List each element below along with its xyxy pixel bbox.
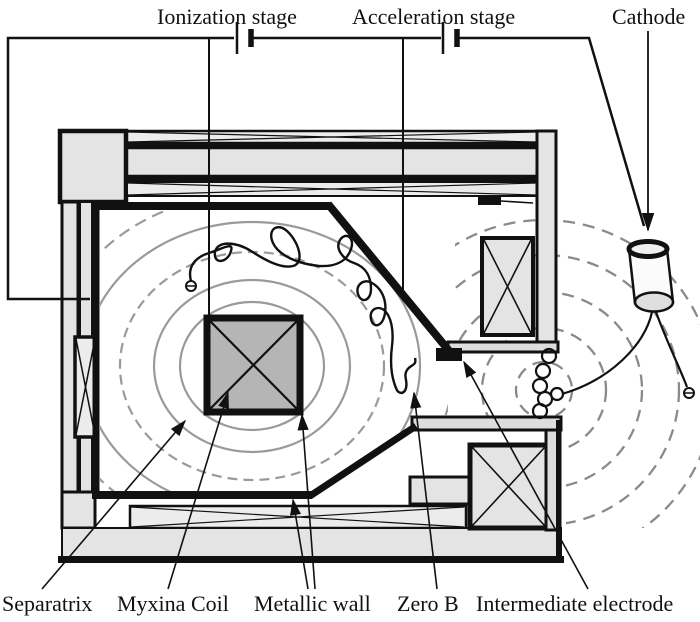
left-inner-strip-lower	[79, 436, 93, 493]
metallic-wall-outline	[92, 201, 454, 499]
label-acceleration-stage: Acceleration stage	[352, 4, 515, 29]
left-inner-strip-upper	[79, 201, 93, 338]
top-coil-bar-outer	[125, 129, 539, 145]
metallic-wall-top-diagonal	[324, 201, 454, 355]
circuit-wire-left	[6, 36, 234, 301]
intermediate-electrode-upper-bar	[446, 340, 560, 354]
label-cathode: Cathode	[612, 4, 685, 29]
lower-right-coil-cross-section	[467, 442, 550, 531]
cathode-cylinder	[626, 239, 675, 313]
cathode-bottom-face	[633, 291, 675, 313]
top-yoke-bar	[125, 146, 539, 178]
label-metallic-wall: Metallic wall	[254, 591, 371, 616]
label-ionization-stage: Ionization stage	[157, 4, 297, 29]
separatrix-pointer	[41, 419, 187, 590]
screen-grid-fragment	[478, 196, 501, 205]
magnetic-field-contours	[100, 211, 448, 494]
cathode-wire-to-electron	[654, 311, 689, 388]
thruster-body	[57, 128, 564, 563]
upper-right-coil-cross-section	[480, 236, 535, 337]
field-contour	[178, 300, 326, 432]
figure-labels: Ionization stage Acceleration stage Cath…	[2, 4, 685, 616]
bottom-left-block	[60, 490, 97, 530]
field-contour	[100, 220, 422, 494]
battery-icon-acceleration	[441, 22, 460, 54]
exit-spiral-trajectory	[531, 347, 565, 420]
plume-arc	[514, 360, 574, 420]
electron-icon	[683, 387, 695, 399]
label-zero-b: Zero B	[397, 591, 459, 616]
myxina-coil-pointer	[167, 391, 229, 590]
top-coil-bar-inner	[126, 181, 538, 197]
label-myxina-coil: Myxina Coil	[117, 591, 229, 616]
electron-trajectory	[185, 226, 417, 395]
bottom-coil-bar	[128, 504, 468, 530]
metallic-wall-pointer-casing	[297, 413, 316, 590]
power-circuit	[6, 22, 646, 318]
intermediate-electrode-pointer	[463, 360, 589, 590]
field-contour	[152, 278, 352, 454]
metallic-wall-bottom-diagonal	[308, 423, 418, 499]
label-separatrix: Separatrix	[2, 591, 92, 616]
cathode-wires	[561, 311, 689, 396]
battery-icon-ionization	[235, 22, 254, 54]
step-block	[408, 475, 471, 506]
label-pointers	[41, 31, 655, 590]
trajectory-path	[188, 226, 417, 395]
myxina-coil-cross-section	[203, 314, 304, 416]
metallic-wall-pointer-floor	[290, 498, 309, 590]
cathode-top-face	[626, 239, 670, 259]
zero-b-pointer	[410, 391, 438, 590]
cathode-wire-to-spring	[561, 311, 654, 396]
left-coil-cross-section	[73, 335, 99, 439]
label-intermediate-electrode: Intermediate electrode	[476, 591, 673, 616]
corner-block	[57, 128, 129, 205]
circuit-wire-right	[458, 36, 646, 227]
intermediate-electrode-tip-block	[436, 348, 462, 361]
screen-grid-wire	[500, 200, 534, 204]
electron-icon	[185, 280, 197, 292]
right-post	[535, 129, 558, 345]
